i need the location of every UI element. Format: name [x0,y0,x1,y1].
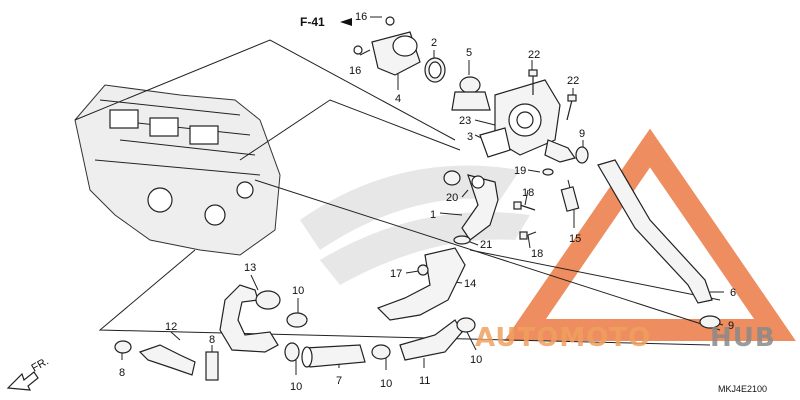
callout-3: 3 [467,131,473,143]
thermostat-cover [353,16,421,76]
sealing-washer [542,168,554,176]
callout-6: 6 [730,287,736,299]
section-reference-f41[interactable]: F-41 [300,15,352,29]
callout-10: 10 [292,285,304,297]
callout-4: 4 [395,93,401,105]
thermostat [451,76,491,111]
callout-1: 1 [430,209,436,221]
callout-20: 20 [446,192,458,204]
water-hose-14 [376,247,466,321]
callout-14: 14 [464,278,476,290]
callout-11: 11 [419,375,430,387]
callout-18: 18 [522,187,534,199]
callout-10: 10 [290,381,302,393]
callout-5: 5 [466,47,472,59]
callout-12: 12 [165,321,177,333]
bolt-17 [417,264,429,276]
callout-9: 9 [728,320,734,332]
callout-2: 2 [431,37,437,49]
callout-19: 19 [514,165,526,177]
callout-16: 16 [349,65,361,77]
arrow-front-icon [6,371,39,391]
hose-clamp-9b [699,315,721,329]
bolts [513,69,577,240]
callout-16: 16 [355,11,367,23]
radiator-hose-6 [597,159,713,304]
callout-22: 22 [528,49,540,61]
watermark-triangle [504,128,796,341]
hose-clamps [114,312,476,381]
arrow-right-icon [340,18,352,26]
water-hose-11 [399,319,463,361]
water-pump-housing [494,79,576,163]
gasket [479,127,511,158]
callout-labels: 16 16 4 2 5 22 22 23 3 9 19 18 20 1 21 1… [119,11,736,393]
water-pipe [461,174,499,241]
front-direction-indicator: FR. [6,355,51,391]
water-hose-13 [219,284,281,353]
callout-21: 21 [480,239,492,251]
water-hose-12 [138,344,196,376]
section-ref-label[interactable]: F-41 [300,15,325,29]
callout-9: 9 [579,128,585,140]
callout-8: 8 [209,334,215,346]
callout-10: 10 [380,378,392,390]
watermark-text: AUTOMOTO HUB [475,323,776,353]
callout-13: 13 [244,262,256,274]
callout-22: 22 [567,75,579,87]
callout-10: 10 [470,354,482,366]
hose-clamp [575,146,589,164]
callout-17: 17 [390,268,402,280]
callout-7: 7 [336,375,342,387]
water-hose-7 [301,344,366,368]
front-label: FR. [30,355,51,374]
callout-8: 8 [119,367,125,379]
frame-lines [74,39,721,346]
engine-block [74,84,281,256]
callout-18: 18 [531,248,543,260]
callout-23: 23 [459,115,471,127]
watermark-part2: HUB [710,323,776,353]
o-ring-small [443,170,461,186]
o-ring [424,57,446,83]
diagram-code: MKJ4E2100 [718,384,767,394]
temperature-sensor [560,179,580,212]
o-ring-pipe [453,235,471,245]
watermark-part1: AUTOMOTO [475,323,651,353]
callout-15: 15 [569,233,581,245]
